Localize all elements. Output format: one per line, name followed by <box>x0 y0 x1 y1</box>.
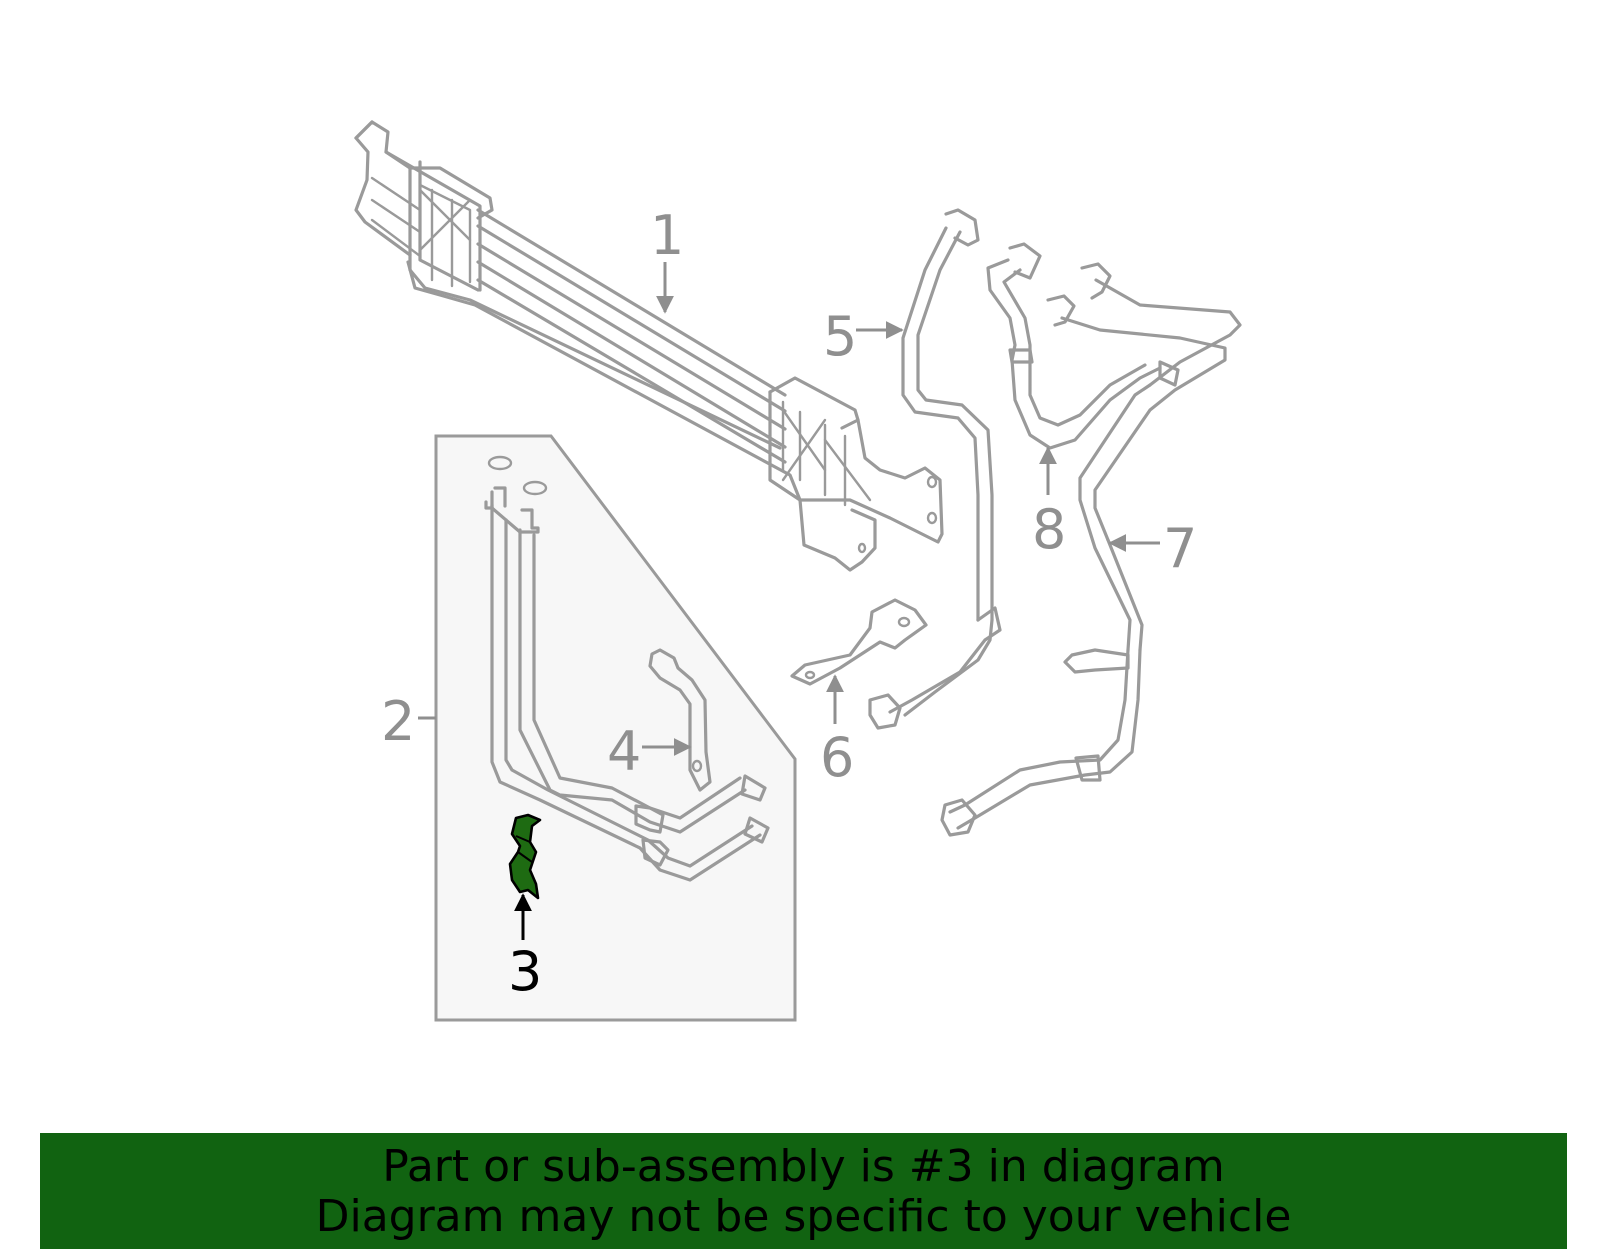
part-1-oil-cooler <box>354 120 944 572</box>
banner-line-2: Diagram may not be specific to your vehi… <box>315 1191 1292 1242</box>
part-2-cooler-lines <box>484 455 770 882</box>
callout-5: 5 <box>823 305 857 368</box>
callout-8: 8 <box>1032 498 1066 561</box>
callout-7: 7 <box>1163 517 1197 580</box>
part-7-cooler-line <box>940 262 1242 837</box>
part-8-cooler-line <box>986 242 1162 450</box>
callout-2: 2 <box>381 690 415 753</box>
part-4-bracket <box>648 648 712 792</box>
callout-4: 4 <box>607 720 641 783</box>
info-banner: Part or sub-assembly is #3 in diagram Di… <box>40 1133 1567 1249</box>
banner-line-1: Part or sub-assembly is #3 in diagram <box>382 1141 1225 1192</box>
part-5-cooler-line <box>868 208 1002 730</box>
callout-1: 1 <box>650 204 684 267</box>
part-6-bracket <box>790 598 928 686</box>
callout-6: 6 <box>820 726 854 789</box>
part-3-clip-highlighted <box>508 813 542 900</box>
callout-3: 3 <box>508 940 542 1003</box>
